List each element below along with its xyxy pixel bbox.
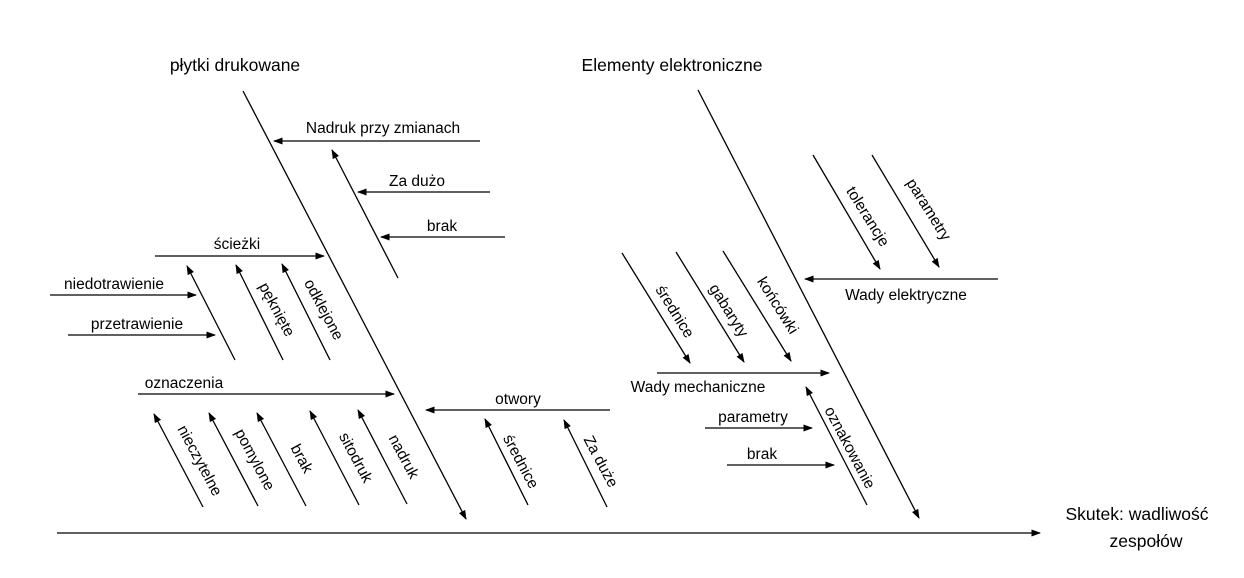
parametry-elektryczne-label: parametry bbox=[903, 176, 955, 244]
koncowki-label: końcówki bbox=[753, 274, 801, 337]
otwory-label: otwory bbox=[495, 391, 541, 408]
sitodruk-line bbox=[309, 410, 360, 506]
nieczytelne-label: nieczytelne bbox=[174, 423, 225, 499]
srednice-otwory-label: średnice bbox=[499, 432, 542, 492]
odklejone-line bbox=[281, 263, 331, 361]
nadruk-oznaczenia-line bbox=[357, 409, 408, 505]
sciezki-sub-spine-line bbox=[186, 265, 236, 361]
right-branch-title: Elementy elektroniczne bbox=[582, 55, 763, 75]
oznakowanie-label: oznakowanie bbox=[821, 404, 878, 492]
pomylone-label: pomylone bbox=[231, 426, 278, 493]
pekniete-line bbox=[235, 264, 284, 361]
pomylone-line bbox=[208, 412, 259, 507]
za-duzo-label: Za dużo bbox=[389, 173, 445, 190]
srednice-otwory-line bbox=[484, 418, 529, 506]
effect-label-line2: zespołów bbox=[1110, 531, 1183, 551]
za-duze-line bbox=[563, 419, 608, 508]
gabaryty-line bbox=[675, 251, 745, 363]
nadruk-sub-spine-line bbox=[331, 149, 399, 279]
brak-oznakowanie-label: brak bbox=[747, 446, 777, 463]
nieczytelne-line bbox=[153, 413, 204, 508]
brak-oznaczenia-label: brak bbox=[287, 442, 316, 477]
brak-nadruk-label: brak bbox=[427, 218, 457, 235]
tolerancje-line bbox=[812, 154, 881, 270]
right-branch-spine-line bbox=[697, 89, 920, 519]
srednice-mechaniczne-line bbox=[621, 252, 691, 364]
niedotrawienie-label: niedotrawienie bbox=[64, 276, 164, 293]
koncowki-line bbox=[722, 250, 792, 362]
wady-mechaniczne-label: Wady mechaniczne bbox=[631, 379, 766, 396]
parametry-oznakowanie-label: parametry bbox=[718, 409, 788, 426]
oznaczenia-label: oznaczenia bbox=[145, 375, 224, 392]
parametry-elektryczne-line bbox=[871, 154, 940, 268]
nadruk-przy-zmianach-label: Nadruk przy zmianach bbox=[306, 120, 460, 137]
nadruk-oznaczenia-label: nadruk bbox=[385, 432, 422, 482]
odklejone-label: odklejone bbox=[300, 277, 346, 344]
za-duze-label: Za duże bbox=[580, 433, 621, 490]
przetrawienie-label: przetrawienie bbox=[91, 316, 183, 333]
sciezki-label: ścieżki bbox=[214, 236, 261, 253]
pekniete-label: pęknięte bbox=[255, 280, 298, 340]
sitodruk-label: sitodruk bbox=[335, 430, 376, 486]
left-branch-title: płytki drukowane bbox=[170, 55, 300, 75]
effect-label-line1: Skutek: wadliwość bbox=[1066, 504, 1209, 524]
wady-elektryczne-label: Wady elektryczne bbox=[845, 287, 967, 304]
brak-oznaczenia-line bbox=[256, 412, 307, 507]
left-branch-spine-line bbox=[242, 90, 467, 520]
oznakowanie-sub-spine-line bbox=[805, 386, 868, 506]
